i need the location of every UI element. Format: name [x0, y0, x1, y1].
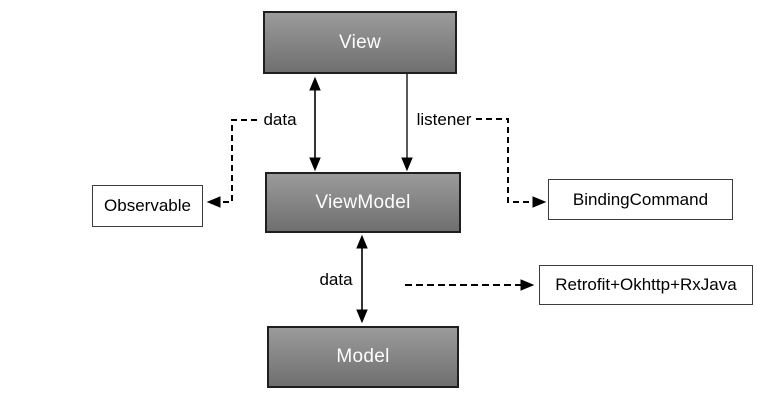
data-to-observable-dashed-arrow: [206, 119, 257, 208]
data-to-observable-dashed-path: [218, 119, 257, 203]
node-observable-label: Observable: [104, 196, 191, 215]
edge-label-data-viewmodel-model: data: [319, 270, 353, 289]
listener-to-bindingcommand-dashed-path: [476, 118, 533, 203]
node-model-label: Model: [336, 346, 390, 367]
node-bindingcommand-label: BindingCommand: [572, 189, 709, 209]
view-viewmodel-data-arrowhead-down: [309, 157, 321, 172]
view-viewmodel-data-arrow: [309, 76, 321, 172]
viewmodel-model-data-arrowhead-up: [356, 234, 368, 249]
node-view-label: View: [338, 31, 382, 53]
node-view: View: [263, 11, 457, 74]
node-observable: Observable: [92, 185, 203, 227]
view-viewmodel-data-arrowhead-up: [309, 76, 321, 91]
data-to-observable-arrowhead: [206, 196, 221, 208]
viewmodel-to-retrofit-dashed-arrow: [405, 279, 535, 291]
listener-to-bindingcommand-arrowhead: [532, 196, 547, 208]
viewmodel-to-retrofit-arrowhead: [520, 279, 535, 291]
viewmodel-model-data-arrow: [356, 234, 368, 324]
node-retrofit-stack: Retrofit+Okhttp+RxJava: [539, 265, 753, 305]
viewmodel-model-data-arrowhead-down: [356, 309, 368, 324]
node-model: Model: [267, 326, 459, 388]
node-viewmodel-label: ViewModel: [315, 191, 411, 213]
listener-to-bindingcommand-dashed-arrow: [476, 118, 547, 208]
view-viewmodel-listener-arrowhead: [401, 157, 413, 172]
edge-label-data-view-viewmodel: data: [263, 110, 297, 129]
node-viewmodel: ViewModel: [265, 172, 461, 233]
node-bindingcommand: BindingCommand: [548, 179, 733, 220]
edge-label-listener: listener: [416, 110, 472, 129]
node-retrofit-stack-label: Retrofit+Okhttp+RxJava: [555, 275, 737, 294]
view-viewmodel-listener-arrow: [401, 74, 413, 172]
